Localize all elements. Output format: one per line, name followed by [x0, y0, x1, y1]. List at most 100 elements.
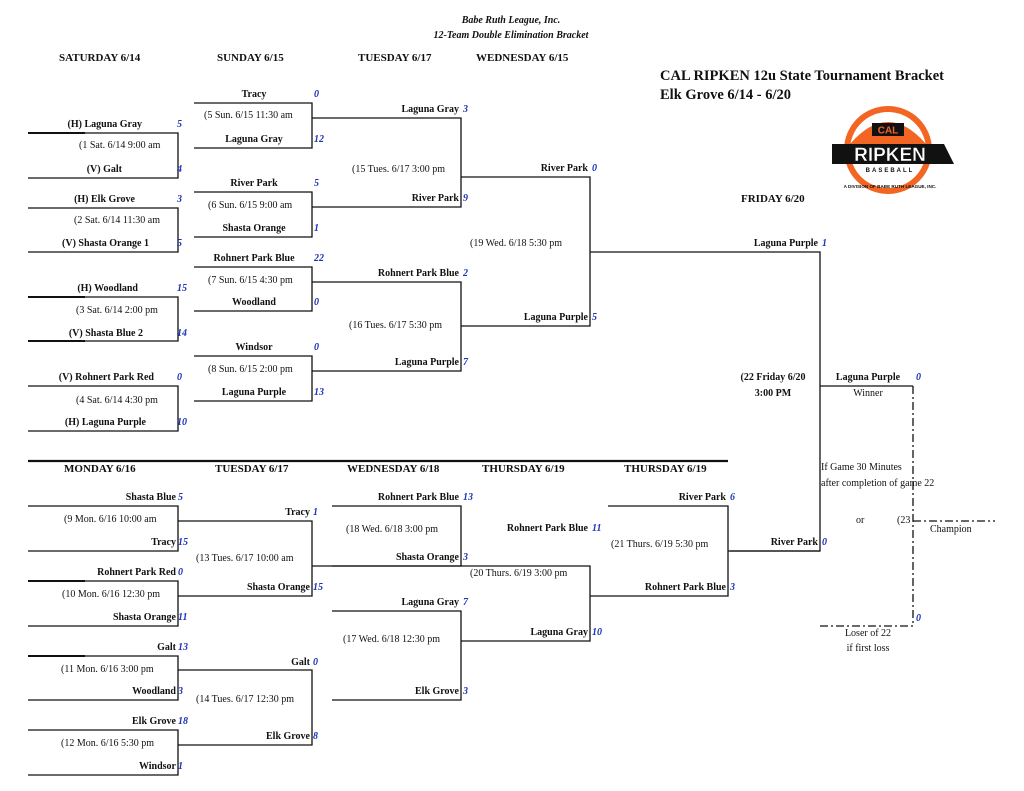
team-score: 5: [592, 312, 597, 323]
game-info: (18 Wed. 6/18 3:00 pm: [346, 524, 439, 535]
game-11-bracket: [28, 655, 179, 701]
team-score: 11: [178, 612, 188, 623]
team-score: 11: [592, 523, 602, 534]
game-23-note: after completion of game 22: [821, 478, 935, 489]
team-name: Laguna Gray: [530, 627, 588, 638]
day-header-monday: MONDAY 6/16: [64, 463, 136, 475]
game-23-note: If Game 30 Minutes: [821, 462, 902, 473]
team-score: 5: [314, 178, 319, 189]
team-name: (H) Laguna Purple: [64, 417, 146, 428]
team-score: 0: [177, 372, 182, 383]
team-name: Laguna Gray: [401, 104, 459, 115]
team-name: Shasta Orange: [112, 612, 176, 623]
team-name: Rohnert Park Blue: [506, 523, 588, 534]
game-info: (11 Mon. 6/16 3:00 pm: [61, 664, 154, 675]
game-19-bracket: [461, 176, 591, 327]
game-3-bracket: [28, 296, 179, 342]
team-name: Shasta Orange: [222, 223, 286, 234]
page-title: CAL RIPKEN 12u State Tournament Bracket: [660, 68, 944, 84]
team-name: Laguna Purple: [753, 238, 818, 249]
team-name: Galt: [291, 657, 310, 668]
team-score: 13: [314, 387, 324, 398]
game-info: (3 Sat. 6/14 2:00 pm: [76, 305, 158, 316]
team-score: 6: [730, 492, 735, 503]
team-name: (H) Woodland: [77, 283, 138, 294]
team-name: Windsor: [138, 761, 176, 772]
team-score: 3: [178, 686, 183, 697]
team-score: 0: [822, 537, 827, 548]
team-score: 1: [313, 507, 318, 518]
game-8-bracket: [194, 355, 313, 402]
team-score: 3: [463, 552, 468, 563]
team-name: Laguna Gray: [225, 134, 283, 145]
team-name: River Park: [540, 163, 588, 174]
team-score: 12: [314, 134, 324, 145]
team-name: Laguna Purple: [394, 357, 459, 368]
or-label: or: [856, 515, 865, 526]
team-score: 13: [178, 642, 188, 653]
game-info: (10 Mon. 6/16 12:30 pm: [62, 589, 161, 600]
team-name: River Park: [411, 193, 459, 204]
page-subtitle: Elk Grove 6/14 - 6/20: [660, 87, 792, 103]
day-header-thursday: THURSDAY 6/19: [482, 463, 565, 475]
game-2-bracket: [28, 207, 179, 253]
game-info: (22 Friday 6/20: [740, 372, 806, 383]
team-score: 3: [463, 686, 468, 697]
team-name: Tracy: [241, 89, 267, 100]
game-17-bracket: [332, 610, 462, 701]
team-name: River Park: [678, 492, 726, 503]
loser-note: if first loss: [846, 643, 890, 654]
team-score: 0: [313, 657, 318, 668]
team-score: 5: [177, 119, 182, 130]
logo-arc-text: A DIVISION OF BABE RUTH LEAGUE, INC.: [844, 184, 937, 189]
team-name: Shasta Orange: [246, 582, 310, 593]
team-name: River Park: [230, 178, 278, 189]
team-name: (V) Galt: [86, 164, 122, 175]
game-1-bracket: [28, 132, 179, 179]
team-score: 5: [178, 492, 183, 503]
team-name: Shasta Orange: [395, 552, 459, 563]
team-name: Galt: [157, 642, 176, 653]
day-header-tuesday: TUESDAY 6/17: [358, 52, 432, 64]
day-header-saturday: SATURDAY 6/14: [59, 52, 141, 64]
team-name: (V) Rohnert Park Red: [58, 372, 154, 383]
team-name: Rohnert Park Blue: [377, 492, 459, 503]
team-name: (V) Shasta Orange 1: [62, 238, 149, 249]
game-info: (19 Wed. 6/18 5:30 pm: [470, 238, 563, 249]
game-time: 3:00 PM: [754, 388, 792, 399]
logo-sub-text: BASEBALL: [866, 168, 915, 174]
logo-main-text: RIPKEN: [854, 145, 926, 166]
day-header-tuesday-2: TUESDAY 6/17: [215, 463, 289, 475]
team-name: (H) Laguna Gray: [67, 119, 142, 130]
logo-top-text: CAL: [878, 126, 899, 137]
team-name: Laguna Purple: [221, 387, 287, 398]
team-score: 0: [314, 297, 319, 308]
game-info: (13 Tues. 6/17 10:00 am: [196, 553, 294, 564]
team-name: (V) Shasta Blue 2: [68, 328, 143, 339]
winner-score: 0: [916, 372, 921, 383]
team-score: 13: [463, 492, 473, 503]
game-info: (8 Sun. 6/15 2:00 pm: [208, 364, 293, 375]
game-12-bracket: [28, 729, 179, 776]
team-score: 10: [177, 417, 187, 428]
team-name: Laguna Gray: [401, 597, 459, 608]
team-name: Laguna Purple: [523, 312, 588, 323]
team-name: Shasta Blue: [125, 492, 176, 503]
team-score: 9: [463, 193, 468, 204]
team-score: 5: [177, 238, 182, 249]
team-score: 3: [177, 194, 182, 205]
game-4-bracket: [28, 385, 179, 432]
day-header-sunday: SUNDAY 6/15: [217, 52, 284, 64]
team-name: Rohnert Park Blue: [213, 253, 295, 264]
team-score: 2: [463, 268, 468, 279]
team-score: 0: [178, 567, 183, 578]
day-header-wednesday-2: WEDNESDAY 6/18: [347, 463, 440, 475]
team-score: 8: [313, 731, 318, 742]
team-score: 3: [730, 582, 735, 593]
game-info: (21 Thurs. 6/19 5:30 pm: [611, 539, 709, 550]
team-name: Rohnert Park Blue: [644, 582, 726, 593]
team-score: 3: [463, 104, 468, 115]
game-info: (16 Tues. 6/17 5:30 pm: [349, 320, 443, 331]
team-name: Windsor: [235, 342, 273, 353]
winner-team-name: Laguna Purple: [835, 372, 901, 383]
